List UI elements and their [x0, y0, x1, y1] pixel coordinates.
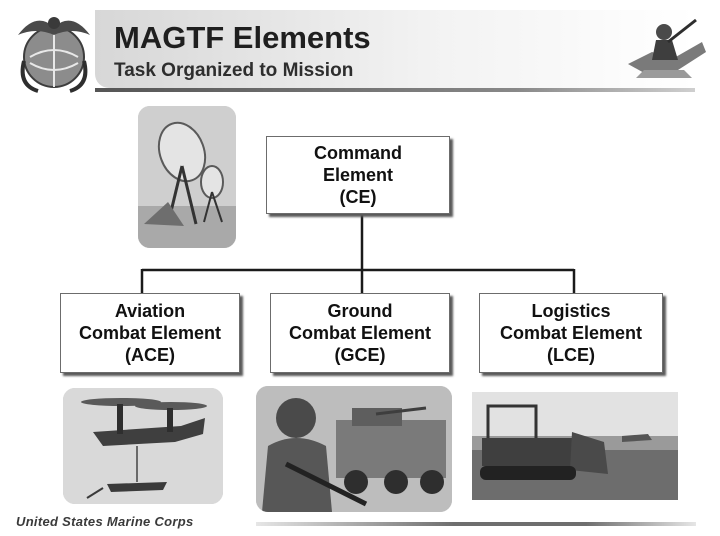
logistics-combat-element-box: Logistics Combat Element (LCE) — [479, 293, 663, 373]
header-rule — [95, 88, 695, 92]
header-bar — [95, 10, 695, 88]
ground-combat-element-box: Ground Combat Element (GCE) — [270, 293, 450, 373]
ace-line-1: Aviation — [114, 301, 186, 321]
gce-line-1: Ground — [327, 301, 393, 321]
lce-line-1: Logistics — [531, 301, 611, 321]
footer-brand-text: United States Marine Corps — [16, 514, 194, 529]
marine-figure-icon — [628, 18, 706, 78]
lce-line-3: (LCE) — [547, 345, 595, 365]
lce-line-2: Combat Element — [499, 323, 643, 343]
aviation-combat-element-box: Aviation Combat Element (ACE) — [60, 293, 240, 373]
osprey-aircraft-photo — [63, 388, 223, 504]
soldier-vehicle-icon — [256, 386, 452, 512]
ce-line-2: Element — [322, 165, 394, 185]
satellite-dish-photo — [138, 106, 236, 248]
ground-troops-photo — [256, 386, 452, 512]
ace-line-2: Combat Element — [78, 323, 222, 343]
tiltrotor-aircraft-icon — [63, 388, 223, 504]
page-title: MAGTF Elements — [114, 20, 371, 55]
page-subtitle: Task Organized to Mission — [114, 60, 354, 81]
satellite-dish-icon — [138, 106, 236, 248]
ce-line-1: Command — [313, 143, 402, 163]
bulldozer-photo — [472, 392, 678, 500]
gce-line-3: (GCE) — [334, 345, 386, 365]
gce-line-2: Combat Element — [288, 323, 432, 343]
command-element-box: Command Element (CE) — [266, 136, 450, 214]
footer-rule — [256, 522, 696, 526]
ce-line-3: (CE) — [339, 187, 377, 207]
eagle-globe-anchor-emblem-icon — [18, 17, 90, 93]
bulldozer-icon — [472, 392, 678, 500]
ace-line-3: (ACE) — [125, 345, 175, 365]
